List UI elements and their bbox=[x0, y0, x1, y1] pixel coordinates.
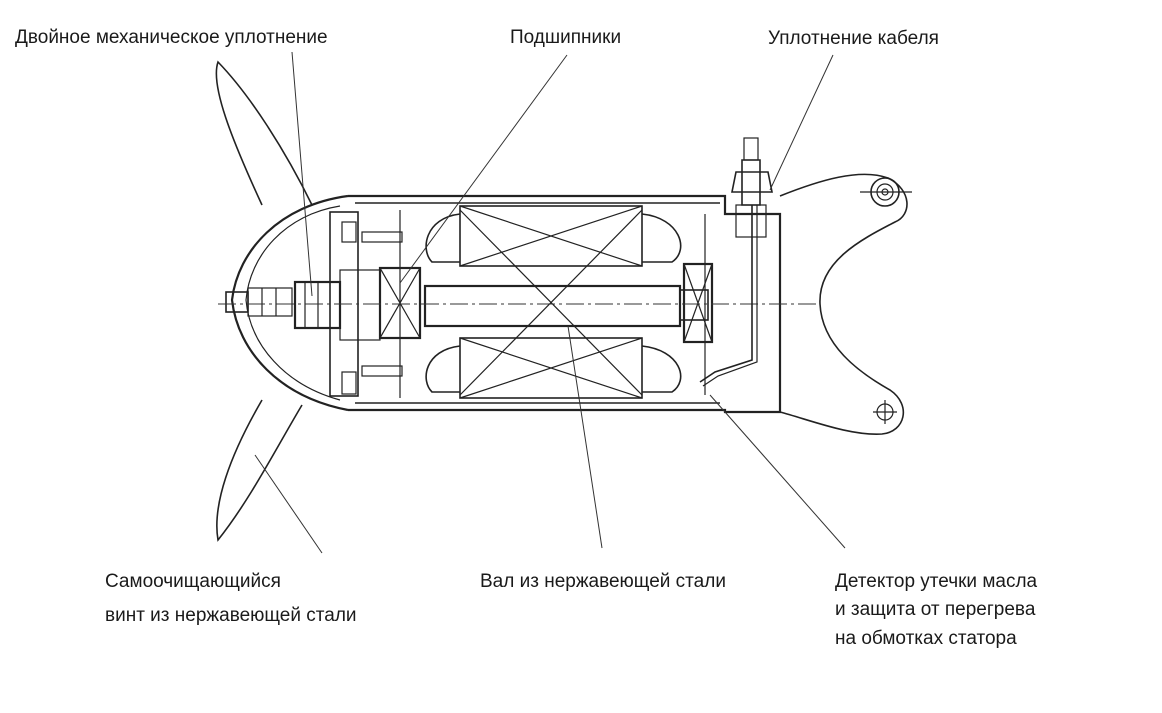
nose-bolt bbox=[225, 287, 293, 317]
leader-lines bbox=[254, 51, 846, 554]
label-double-seal: Двойное механическое уплотнение bbox=[15, 27, 328, 48]
label-detector-line2: и защита от перегрева bbox=[835, 599, 1036, 620]
leader-double-seal bbox=[291, 51, 313, 297]
stator bbox=[425, 205, 682, 399]
label-cable-seal: Уплотнение кабеля bbox=[768, 28, 939, 49]
leader-shaft bbox=[567, 325, 603, 549]
propeller-blade-lower bbox=[216, 399, 303, 542]
label-bearings: Подшипники bbox=[510, 27, 622, 48]
label-shaft: Вал из нержавеющей стали bbox=[480, 571, 726, 592]
motor-housing bbox=[348, 194, 782, 414]
propeller bbox=[215, 60, 313, 542]
mounting-bracket bbox=[779, 173, 912, 435]
leader-screw bbox=[254, 454, 323, 554]
hub-cone-inner bbox=[245, 205, 341, 401]
leader-bearings bbox=[399, 54, 568, 284]
leader-cable-seal bbox=[769, 54, 834, 191]
label-screw-line2: винт из нержавеющей стали bbox=[105, 605, 357, 626]
label-detector-line3: на обмотках статора bbox=[835, 628, 1017, 649]
label-detector-line1: Детектор утечки масла bbox=[835, 571, 1038, 592]
label-screw-line1: Самоочищающийся bbox=[105, 571, 281, 592]
rear-bearing bbox=[682, 262, 714, 344]
leader-detector bbox=[709, 394, 846, 549]
flange-bolts bbox=[341, 221, 403, 395]
propeller-blade-upper bbox=[215, 60, 313, 206]
hub-cone bbox=[230, 194, 349, 412]
cable-gland bbox=[699, 137, 773, 387]
rotor-shaft bbox=[423, 284, 709, 328]
